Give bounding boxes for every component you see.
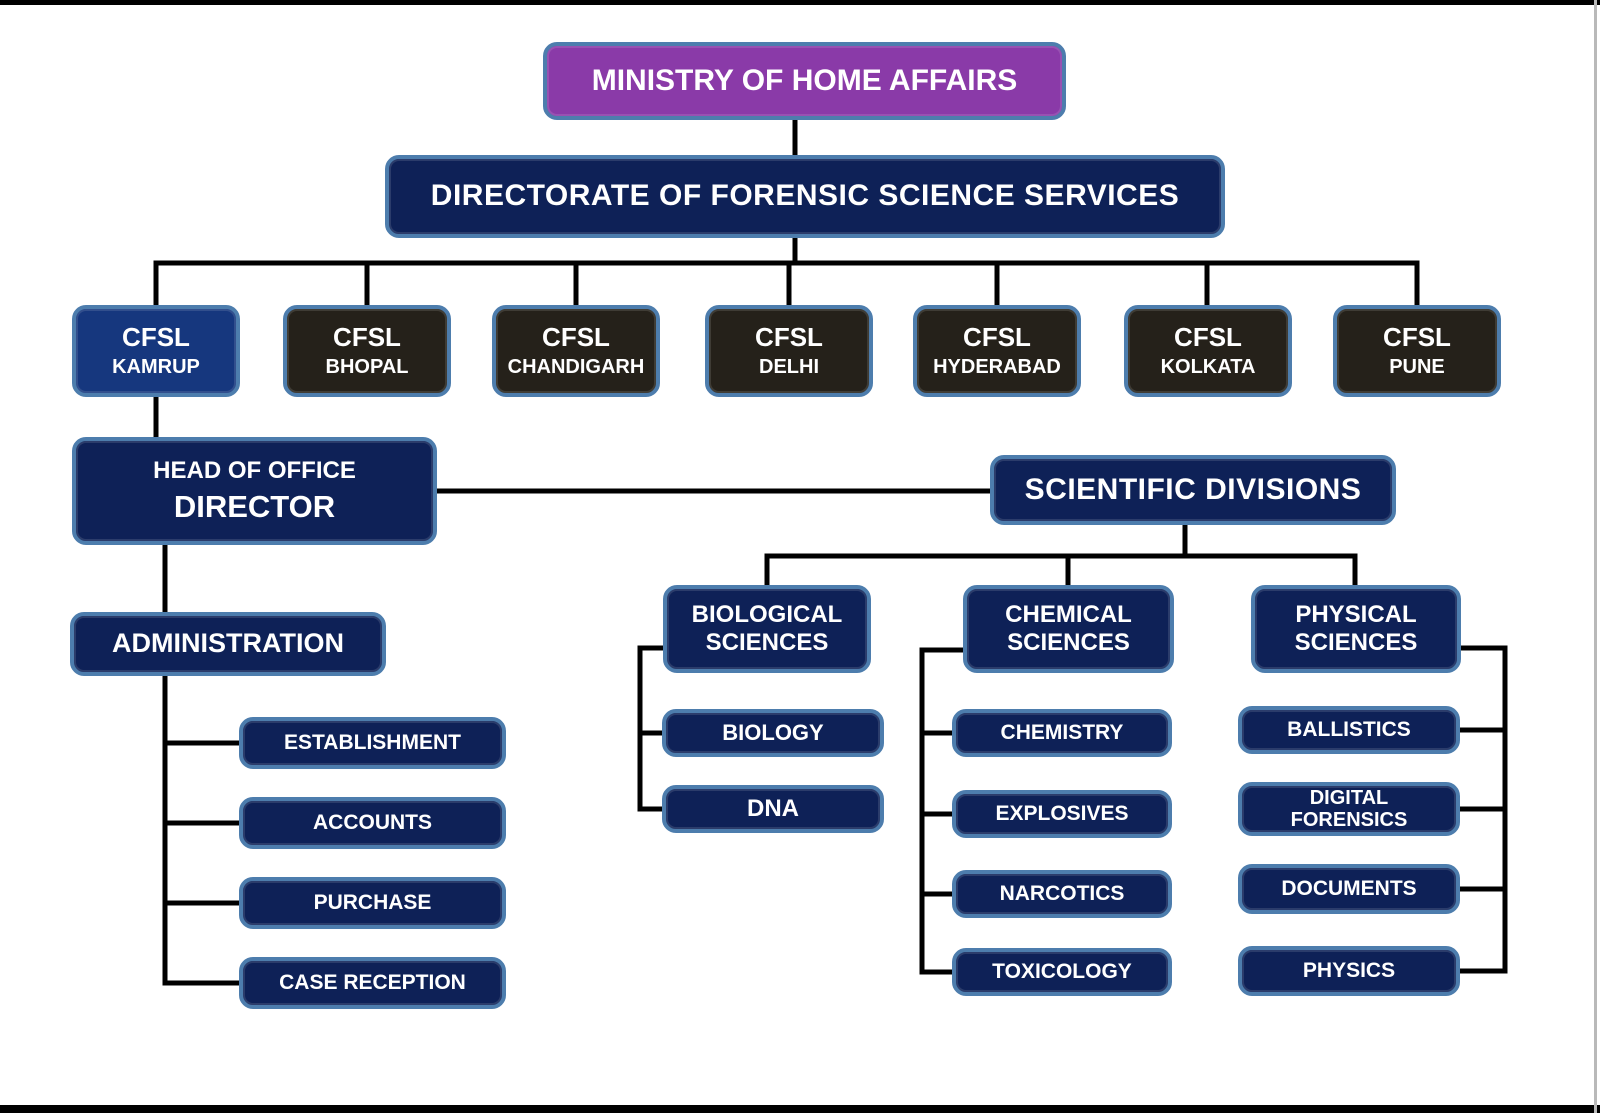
node-sublabel: SCIENCES: [705, 629, 829, 656]
node-narcotics: NARCOTICS: [952, 870, 1172, 918]
node-label: PHYSICAL: [1295, 601, 1417, 629]
node-ministry-of-home-affairs: MINISTRY OF HOME AFFAIRS: [543, 42, 1066, 120]
node-physical-sciences: PHYSICAL SCIENCES: [1251, 585, 1461, 673]
node-ballistics: BALLISTICS: [1238, 706, 1460, 754]
node-label: CFSL: [542, 322, 610, 353]
node-sublabel: HYDERABAD: [933, 355, 1061, 378]
node-explosives: EXPLOSIVES: [952, 790, 1172, 838]
node-cfsl-hyderabad: CFSL HYDERABAD: [913, 305, 1081, 397]
node-biological-sciences: BIOLOGICAL SCIENCES: [663, 585, 871, 673]
node-accounts: ACCOUNTS: [239, 797, 506, 849]
node-digital-forensics: DIGITAL FORENSICS: [1238, 782, 1460, 836]
node-case-reception: CASE RECEPTION: [239, 957, 506, 1009]
node-sublabel: SCIENCES: [1294, 629, 1418, 656]
node-scientific-divisions: SCIENTIFIC DIVISIONS: [990, 455, 1396, 525]
node-label: BIOLOGICAL: [691, 601, 843, 629]
node-administration: ADMINISTRATION: [70, 612, 386, 676]
node-cfsl-kolkata: CFSL KOLKATA: [1124, 305, 1292, 397]
image-border-top: [0, 0, 1600, 5]
node-cfsl-bhopal: CFSL BHOPAL: [283, 305, 451, 397]
image-border-bottom: [0, 1105, 1600, 1113]
node-label: DIGITAL FORENSICS: [1290, 787, 1408, 831]
node-label: ESTABLISHMENT: [284, 730, 461, 754]
node-label: BALLISTICS: [1287, 717, 1411, 741]
node-cfsl-pune: CFSL PUNE: [1333, 305, 1501, 397]
node-label: PURCHASE: [313, 890, 432, 914]
node-label: ACCOUNTS: [313, 810, 432, 834]
node-label: CFSL: [1174, 322, 1242, 353]
node-label: PHYSICS: [1302, 958, 1396, 982]
node-label: CASE RECEPTION: [279, 970, 466, 994]
node-sublabel: KAMRUP: [112, 355, 200, 378]
node-purchase: PURCHASE: [239, 877, 506, 929]
node-label: CHEMICAL: [1005, 601, 1132, 629]
node-label: CFSL: [1383, 322, 1451, 353]
node-label: NARCOTICS: [999, 881, 1125, 905]
node-label: DIRECTORATE OF FORENSIC SCIENCE SERVICES: [430, 179, 1180, 213]
node-documents: DOCUMENTS: [1238, 864, 1460, 914]
node-label: CFSL: [122, 322, 190, 353]
image-border-right: [1594, 0, 1597, 1113]
node-sublabel: PUNE: [1389, 355, 1445, 378]
node-chemistry: CHEMISTRY: [952, 709, 1172, 757]
node-sublabel: KOLKATA: [1160, 355, 1256, 378]
node-sublabel: DELHI: [759, 355, 819, 378]
node-toxicology: TOXICOLOGY: [952, 948, 1172, 996]
node-label: BIOLOGY: [722, 720, 824, 746]
node-biology: BIOLOGY: [662, 709, 884, 757]
node-label: EXPLOSIVES: [995, 801, 1129, 825]
node-label: DOCUMENTS: [1281, 876, 1417, 900]
node-label: CFSL: [963, 322, 1031, 353]
node-label: SCIENTIFIC DIVISIONS: [1024, 472, 1362, 506]
node-cfsl-kamrup: CFSL KAMRUP: [72, 305, 240, 397]
node-label: CHEMISTRY: [1000, 720, 1124, 744]
node-label: CFSL: [755, 322, 823, 353]
node-label: CFSL: [333, 322, 401, 353]
node-label: HEAD OF OFFICE: [153, 457, 356, 485]
node-establishment: ESTABLISHMENT: [239, 717, 506, 769]
node-head-of-office-director: HEAD OF OFFICE DIRECTOR: [72, 437, 437, 545]
node-label: TOXICOLOGY: [992, 959, 1132, 983]
node-label: MINISTRY OF HOME AFFAIRS: [591, 63, 1018, 97]
node-sublabel: DIRECTOR: [173, 488, 336, 524]
node-label: ADMINISTRATION: [112, 628, 344, 659]
node-sublabel: BHOPAL: [325, 355, 409, 378]
node-physics: PHYSICS: [1238, 946, 1460, 996]
node-cfsl-delhi: CFSL DELHI: [705, 305, 873, 397]
node-chemical-sciences: CHEMICAL SCIENCES: [963, 585, 1174, 673]
node-label: DNA: [747, 795, 799, 823]
node-dna: DNA: [662, 785, 884, 833]
node-sublabel: SCIENCES: [1007, 629, 1130, 656]
node-cfsl-chandigarh: CFSL CHANDIGARH: [492, 305, 660, 397]
node-sublabel: CHANDIGARH: [507, 355, 645, 378]
node-directorate-of-forensic-science-services: DIRECTORATE OF FORENSIC SCIENCE SERVICES: [385, 155, 1225, 238]
